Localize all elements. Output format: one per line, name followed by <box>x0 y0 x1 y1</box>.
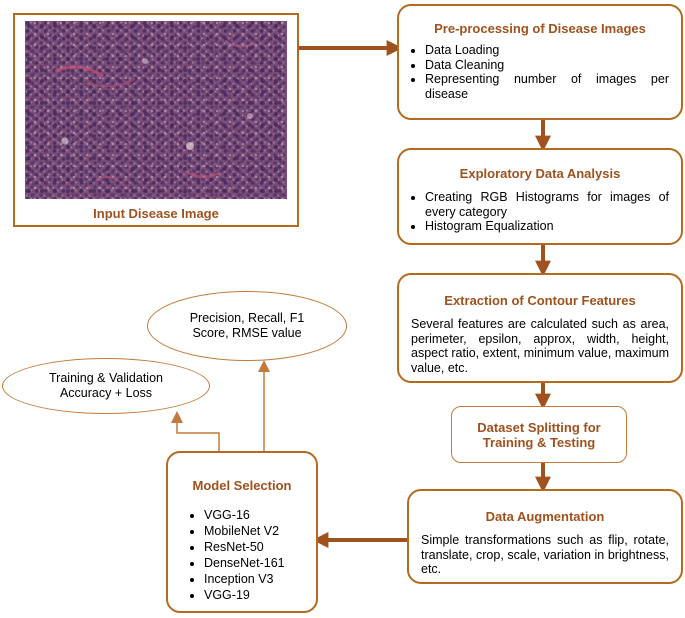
preprocessing-list: Data Loading Data Cleaning Representing … <box>399 43 681 101</box>
list-item: Inception V3 <box>204 571 316 587</box>
training-text: Training & Validation Accuracy + Loss <box>49 371 163 400</box>
augmentation-title: Data Augmentation <box>485 509 605 524</box>
contour-title: Extraction of Contour Features <box>444 293 636 308</box>
list-item: Histogram Equalization <box>425 219 669 234</box>
list-item: VGG-16 <box>204 507 316 523</box>
input-image-caption: Input Disease Image <box>93 206 219 221</box>
list-item: DenseNet-161 <box>204 555 316 571</box>
list-item: Creating RGB Histograms for images of ev… <box>425 190 669 219</box>
arrow-model-to-training <box>171 411 220 451</box>
list-item: MobileNet V2 <box>204 523 316 539</box>
list-item: Representing number of images per diseas… <box>425 72 669 101</box>
eda-list: Creating RGB Histograms for images of ev… <box>399 190 681 234</box>
augmentation-description: Simple transformations such as flip, rot… <box>421 533 669 576</box>
model-selection-box: Model Selection VGG-16 MobileNet V2 ResN… <box>166 451 318 613</box>
metrics-text: Precision, Recall, F1 Score, RMSE value <box>189 311 305 340</box>
model-list: VGG-16 MobileNet V2 ResNet-50 DenseNet-1… <box>168 507 316 603</box>
training-ellipse: Training & Validation Accuracy + Loss <box>2 358 210 414</box>
eda-box: Exploratory Data Analysis Creating RGB H… <box>397 148 683 245</box>
input-image-box: Input Disease Image <box>13 13 299 227</box>
dataset-splitting-box: Dataset Splitting for Training & Testing <box>451 406 627 463</box>
splitting-title: Dataset Splitting for Training & Testing <box>477 419 601 450</box>
list-item: Data Cleaning <box>425 58 669 73</box>
contour-description: Several features are calculated such as … <box>411 317 669 375</box>
preprocessing-title: Pre-processing of Disease Images <box>434 21 646 36</box>
eda-title: Exploratory Data Analysis <box>459 166 621 181</box>
preprocessing-box: Pre-processing of Disease Images Data Lo… <box>397 4 683 120</box>
list-item: ResNet-50 <box>204 539 316 555</box>
metrics-ellipse: Precision, Recall, F1 Score, RMSE value <box>147 291 347 361</box>
list-item: Data Loading <box>425 43 669 58</box>
data-augmentation-box: Data Augmentation Simple transformations… <box>407 489 683 584</box>
model-selection-title: Model Selection <box>192 478 292 493</box>
contour-features-box: Extraction of Contour Features Several f… <box>397 273 683 383</box>
list-item: VGG-19 <box>204 587 316 603</box>
histology-tissue-image <box>25 21 287 199</box>
